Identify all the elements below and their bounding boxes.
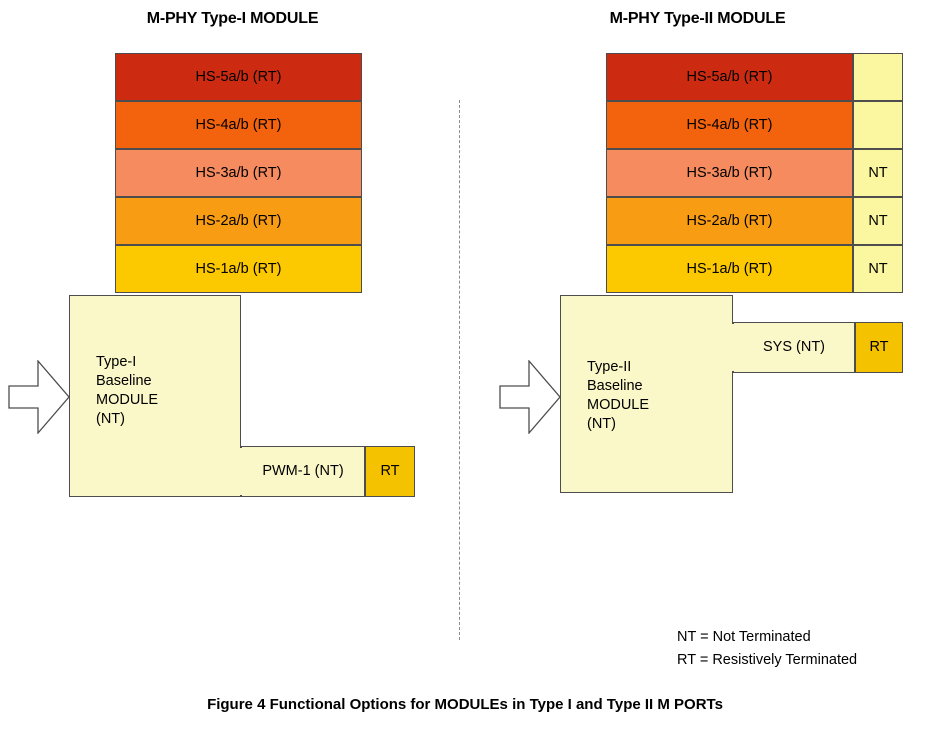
- right-hs-lane-5-label: HS-5a/b (RT): [686, 68, 773, 85]
- left-hs-lane-3[interactable]: HS-3a/b (RT): [115, 149, 362, 197]
- right-hs-lane-4-side[interactable]: [853, 101, 903, 149]
- right-baseline-module[interactable]: Type-II Baseline MODULE (NT): [560, 295, 733, 493]
- right-hs-lane-1-side-label: NT: [868, 260, 888, 277]
- right-arm-terminator-rt[interactable]: RT: [855, 322, 903, 373]
- left-arm-terminator-rt-label: RT: [380, 463, 400, 480]
- right-hs-lane-3-label: HS-3a/b (RT): [686, 164, 773, 181]
- legend-nt: NT = Not Terminated: [677, 629, 811, 645]
- figure-caption: Figure 4 Functional Options for MODULEs …: [207, 696, 723, 713]
- left-input-arrow: [8, 360, 70, 434]
- right-hs-lane-4-label: HS-4a/b (RT): [686, 116, 773, 133]
- right-baseline-label: Type-II Baseline MODULE (NT): [587, 359, 650, 432]
- legend-rt: RT = Resistively Terminated: [677, 652, 858, 668]
- left-arm-seam: [238, 448, 244, 495]
- legend: NT = Not Terminated RT = Resistively Ter…: [677, 626, 857, 672]
- right-hs-lane-1-side[interactable]: NT: [853, 245, 903, 293]
- right-hs-lane-3[interactable]: HS-3a/b (RT): [606, 149, 853, 197]
- right-hs-lane-3-side-label: NT: [868, 164, 888, 181]
- right-arm-terminator-rt-label: RT: [869, 339, 889, 356]
- right-arm-sys-label: SYS (NT): [762, 339, 826, 356]
- left-hs-lane-2[interactable]: HS-2a/b (RT): [115, 197, 362, 245]
- right-hs-lane-5[interactable]: HS-5a/b (RT): [606, 53, 853, 101]
- left-arm-terminator-rt[interactable]: RT: [365, 446, 415, 497]
- left-baseline-module[interactable]: Type-I Baseline MODULE (NT): [69, 295, 241, 497]
- right-hs-lane-4[interactable]: HS-4a/b (RT): [606, 101, 853, 149]
- left-arm-pwm1-label: PWM-1 (NT): [262, 463, 344, 480]
- right-hs-lane-2-side-label: NT: [868, 212, 888, 229]
- left-hs-lane-3-label: HS-3a/b (RT): [195, 164, 282, 181]
- right-hs-lane-2-side[interactable]: NT: [853, 197, 903, 245]
- right-module-title: M-PHY Type-II MODULE: [609, 10, 786, 27]
- left-hs-lane-1-label: HS-1a/b (RT): [195, 260, 282, 277]
- right-arm-seam: [730, 324, 736, 371]
- right-hs-lane-2[interactable]: HS-2a/b (RT): [606, 197, 853, 245]
- left-baseline-label: Type-I Baseline MODULE (NT): [96, 354, 159, 427]
- left-hs-lane-2-label: HS-2a/b (RT): [195, 212, 282, 229]
- left-hs-lane-5[interactable]: HS-5a/b (RT): [115, 53, 362, 101]
- right-hs-lane-1[interactable]: HS-1a/b (RT): [606, 245, 853, 293]
- left-hs-lane-4-label: HS-4a/b (RT): [195, 116, 282, 133]
- right-arm-sys[interactable]: SYS (NT): [733, 322, 855, 373]
- left-hs-lane-5-label: HS-5a/b (RT): [195, 68, 282, 85]
- right-hs-lane-3-side[interactable]: NT: [853, 149, 903, 197]
- panel-divider: [459, 100, 460, 640]
- right-hs-lane-5-side[interactable]: [853, 53, 903, 101]
- right-hs-lane-1-label: HS-1a/b (RT): [686, 260, 773, 277]
- left-hs-lane-4[interactable]: HS-4a/b (RT): [115, 101, 362, 149]
- left-arm-pwm1[interactable]: PWM-1 (NT): [241, 446, 365, 497]
- left-module-title: M-PHY Type-I MODULE: [146, 10, 319, 27]
- left-hs-lane-1[interactable]: HS-1a/b (RT): [115, 245, 362, 293]
- right-input-arrow: [499, 360, 561, 434]
- right-hs-lane-2-label: HS-2a/b (RT): [686, 212, 773, 229]
